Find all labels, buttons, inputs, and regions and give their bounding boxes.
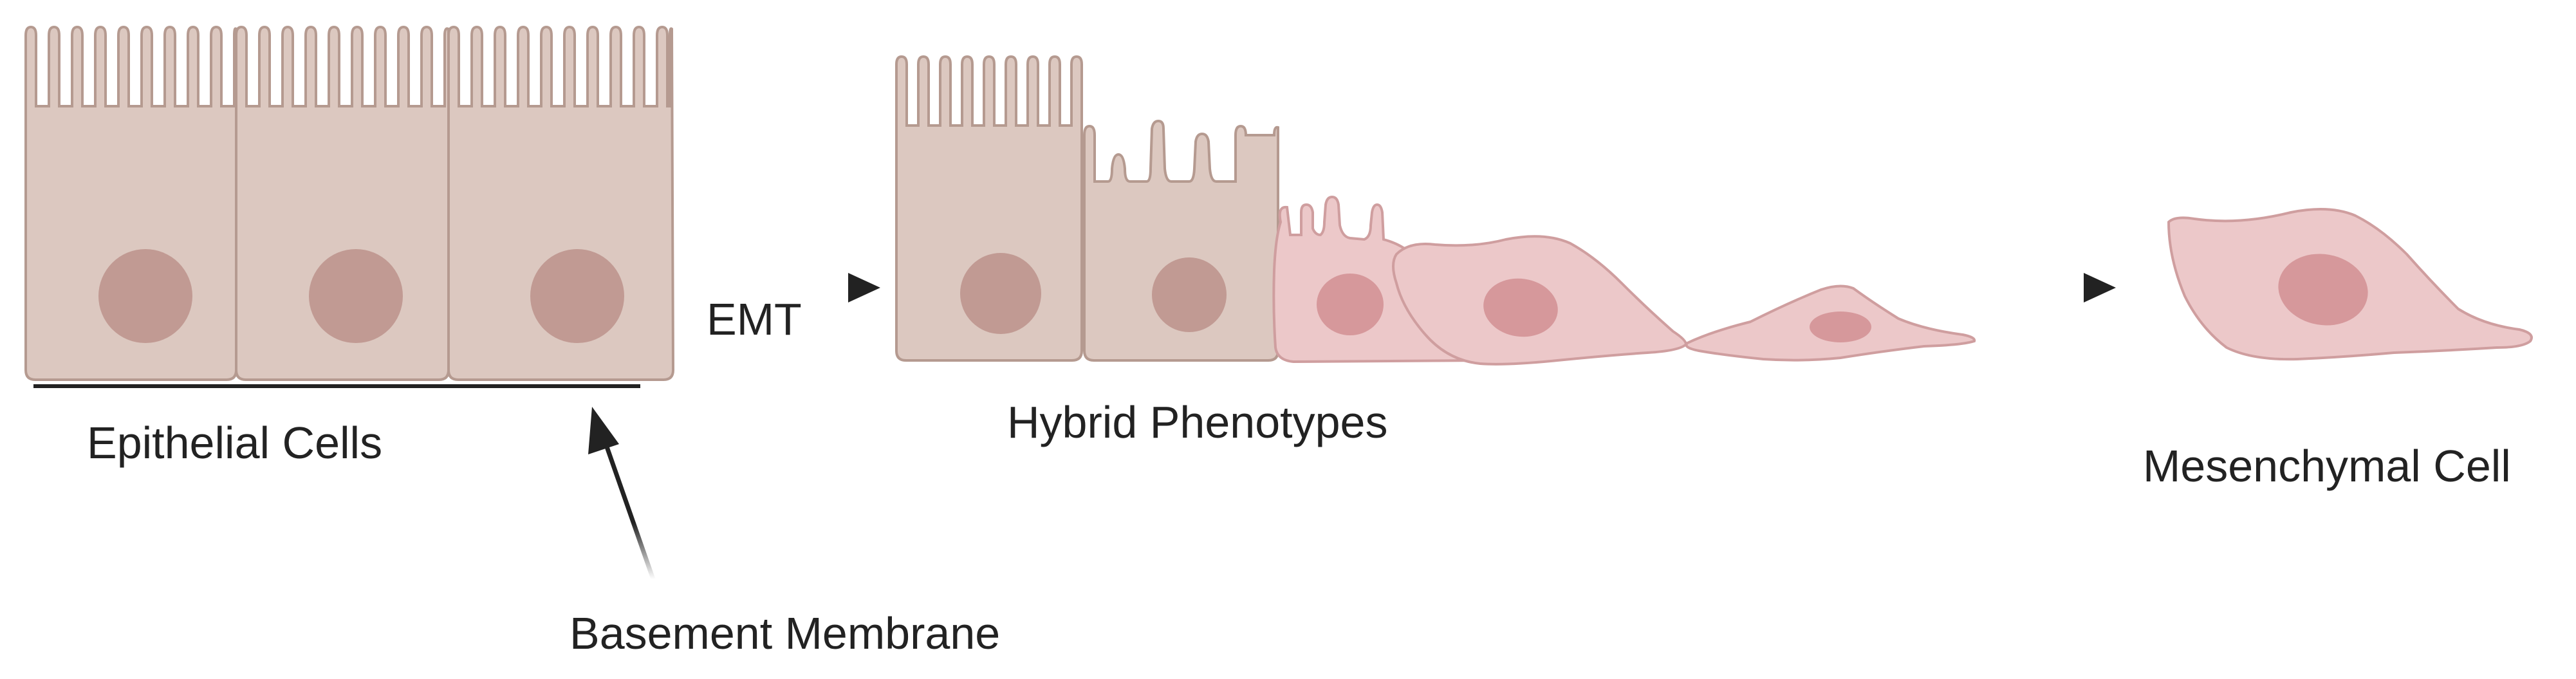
epithelial-nucleus	[530, 249, 624, 343]
hybrid-nucleus	[1810, 312, 1871, 342]
hybrid-nucleus	[1152, 257, 1227, 332]
mesenchymal-cell	[2167, 208, 2533, 361]
emt-label: EMT	[707, 294, 802, 344]
hybrid-cell-2	[1083, 119, 1279, 362]
mesenchymal-cell-label: Mesenchymal Cell	[2143, 441, 2511, 491]
hybrid-cell-body	[1083, 119, 1279, 362]
epithelial-cell-2	[235, 25, 450, 381]
hybrid-nucleus	[1317, 274, 1384, 335]
emt-arrow	[653, 273, 880, 302]
mesenchymal-arrow	[1924, 273, 2116, 302]
basement-membrane-label: Basement Membrane	[570, 608, 1000, 658]
epithelial-nucleus	[309, 249, 403, 343]
hybrid-cell-5	[1685, 284, 1976, 362]
hybrid-nucleus	[960, 253, 1041, 334]
hybrid-cell-4	[1392, 235, 1688, 366]
epithelial-cell-group	[24, 25, 675, 381]
hybrid-cell-1	[895, 55, 1083, 362]
epithelial-nucleus	[98, 249, 192, 343]
hybrid-phenotypes-group	[895, 55, 1976, 366]
hybrid-nucleus	[1483, 278, 1558, 337]
basement-membrane-arrow	[588, 407, 656, 581]
epithelial-cell-1	[24, 25, 237, 381]
epithelial-cells-label: Epithelial Cells	[87, 418, 382, 468]
mesenchymal-nucleus	[2278, 254, 2368, 326]
epithelial-cell-3	[447, 25, 675, 381]
hybrid-phenotypes-label: Hybrid Phenotypes	[1007, 397, 1387, 447]
